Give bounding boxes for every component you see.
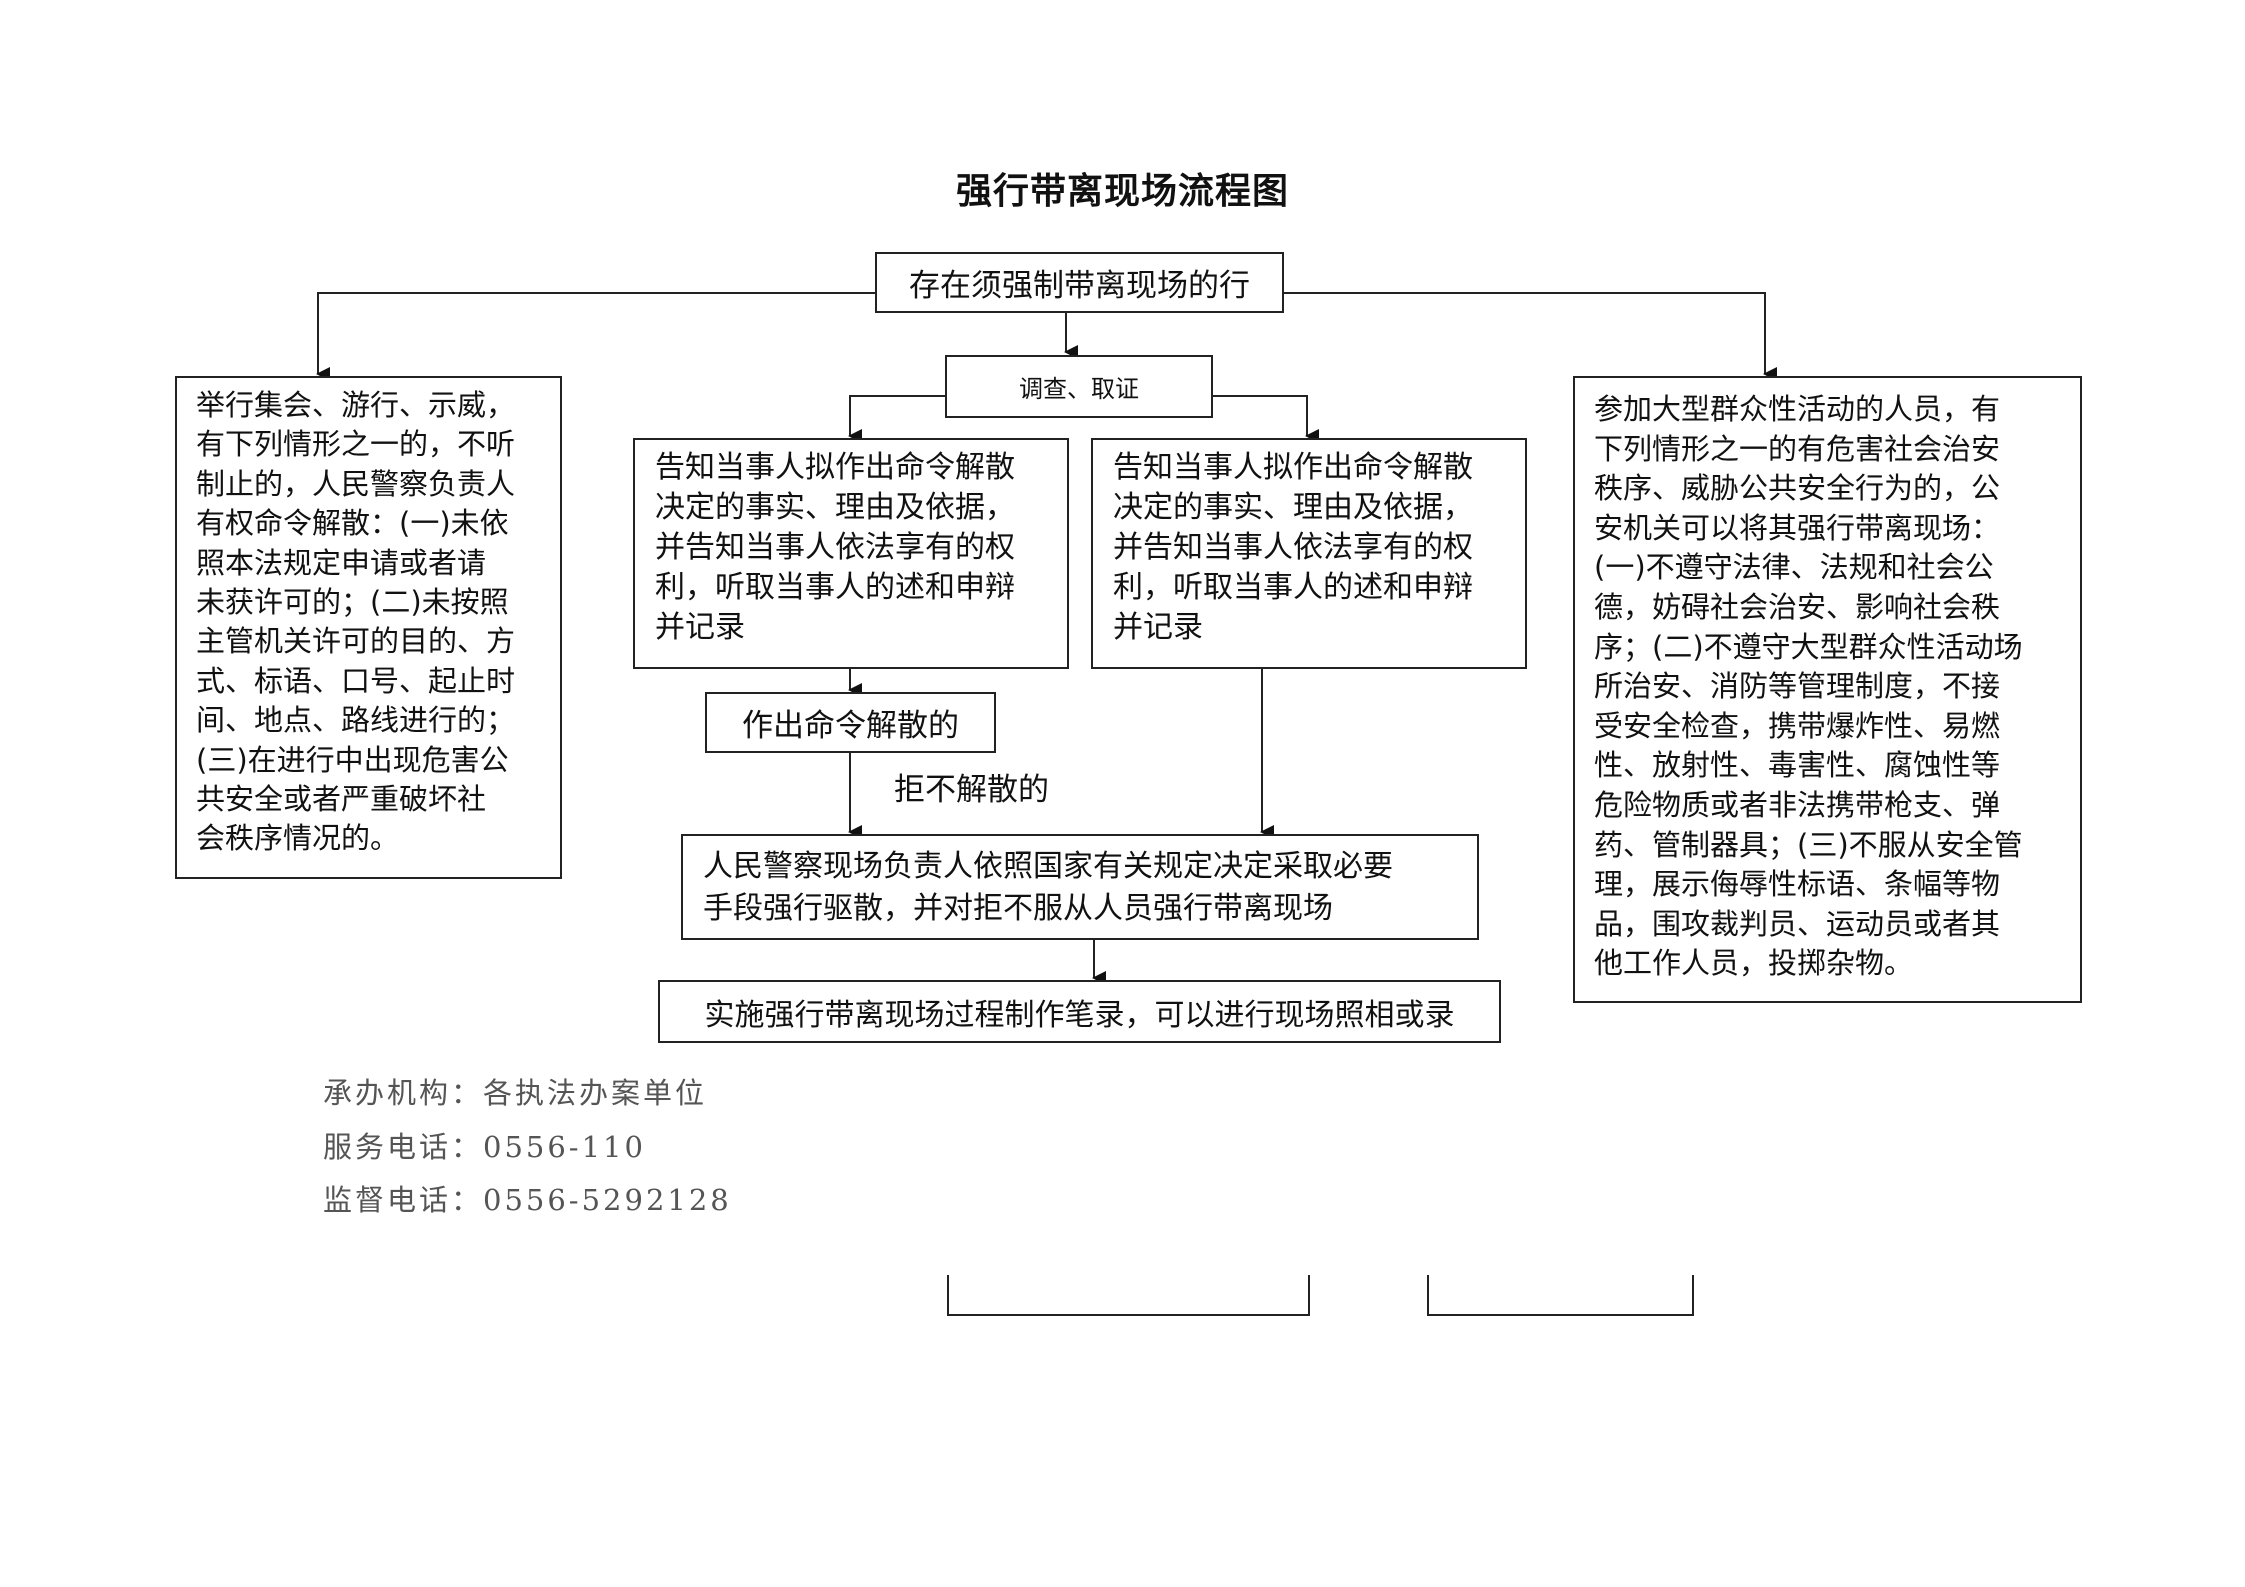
arrow-top-to-right (1283, 292, 1777, 381)
police-action-node: 人民警察现场负责人依照国家有关规定决定采取必要 手段强行驱散，并对拒不服从人员强… (681, 834, 1479, 940)
refuse-label: 拒不解散的 (894, 772, 1049, 808)
start-node-text: 存在须强制带离现场的行 (909, 268, 1250, 304)
arrow-investigate-to-notify-right (1212, 395, 1319, 443)
bracket-left (947, 1275, 1310, 1316)
start-node: 存在须强制带离现场的行 (875, 252, 1284, 313)
left-condition-text: 举行集会、游行、示威， 有下列情形之一的，不听 制止的，人民警察负责人 有权命令… (196, 388, 516, 856)
notify-right-node: 告知当事人拟作出命令解散 决定的事实、理由及依据， 并告知当事人依法享有的权 利… (1091, 438, 1527, 669)
right-condition-node: 参加大型群众性活动的人员，有 下列情形之一的有危害社会治安 秩序、威胁公共安全行… (1573, 376, 2082, 1003)
footer-supervise-phone: 监督电话：0556-5292128 (323, 1183, 732, 1217)
right-condition-text: 参加大型群众性活动的人员，有 下列情形之一的有危害社会治安 秩序、威胁公共安全行… (1594, 392, 2023, 981)
disperse-order-text: 作出命令解散的 (742, 708, 959, 744)
bracket-right (1427, 1275, 1694, 1316)
record-text: 实施强行带离现场过程制作笔录，可以进行现场照相或录 (704, 997, 1455, 1033)
arrow-investigate-to-notify-left (848, 395, 945, 443)
police-action-text: 人民警察现场负责人依照国家有关规定决定采取必要 手段强行驱散，并对拒不服从人员强… (703, 849, 1393, 926)
page-title: 强行带离现场流程图 (955, 171, 1289, 212)
notify-left-text: 告知当事人拟作出命令解散 决定的事实、理由及依据， 并告知当事人依法享有的权 利… (655, 450, 1015, 645)
record-node: 实施强行带离现场过程制作笔录，可以进行现场照相或录 (658, 980, 1501, 1043)
arrow-top-to-left (316, 292, 875, 381)
notify-right-text: 告知当事人拟作出命令解散 决定的事实、理由及依据， 并告知当事人依法享有的权 利… (1113, 450, 1473, 645)
disperse-order-node: 作出命令解散的 (705, 692, 996, 753)
investigate-node: 调查、取证 (945, 355, 1213, 418)
footer-service-phone: 服务电话：0556-110 (323, 1130, 646, 1164)
investigate-node-text: 调查、取证 (1019, 375, 1139, 403)
footer-org: 承办机构：各执法办案单位 (323, 1076, 708, 1110)
notify-left-node: 告知当事人拟作出命令解散 决定的事实、理由及依据， 并告知当事人依法享有的权 利… (633, 438, 1069, 669)
left-condition-node: 举行集会、游行、示威， 有下列情形之一的，不听 制止的，人民警察负责人 有权命令… (175, 376, 562, 879)
